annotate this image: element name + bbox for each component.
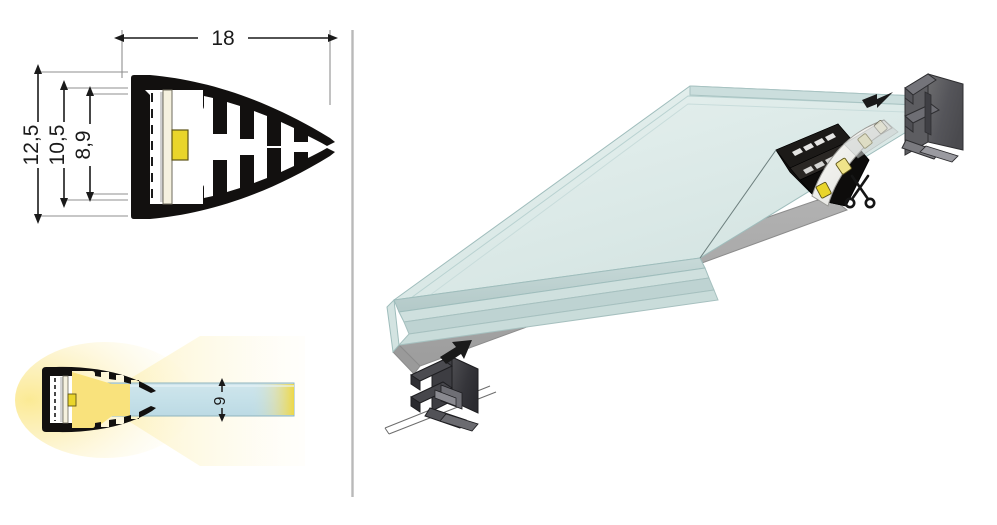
end-cap-right	[901, 73, 964, 163]
dimension-height-10-5: 10,5	[46, 80, 69, 208]
dimension-height-8-9-label: 8,9	[72, 130, 95, 159]
dimension-width-18: 18	[114, 27, 338, 50]
led-chip-glass-view	[67, 393, 77, 407]
led-chip	[171, 129, 189, 161]
scissors-icon	[844, 174, 876, 209]
cross-section-view: 18 12,5 10,5 8,9	[20, 27, 338, 224]
led-strip-flex	[811, 119, 899, 207]
end-cap-left	[384, 356, 497, 435]
dimension-height-10-5-label: 10,5	[46, 125, 69, 166]
dimension-height-12-5-label: 12,5	[20, 125, 43, 166]
led-strip	[160, 89, 173, 205]
isometric-assembly-view	[384, 73, 964, 435]
glass-mounted-section-view: 9	[15, 336, 305, 466]
arrow-up-right-icon	[440, 340, 472, 364]
dimension-glass-thickness-9-label: 9	[212, 396, 229, 405]
dimension-height-8-9: 8,9	[72, 86, 95, 202]
dimension-width-18-label: 18	[211, 27, 234, 50]
light-pocket	[72, 372, 130, 428]
arrow-left-icon	[862, 92, 893, 108]
dimension-glass-thickness-9: 9	[212, 378, 229, 422]
led-strip-glass-view	[60, 375, 69, 424]
glass-panel	[97, 382, 295, 417]
dimension-height-12-5: 12,5	[20, 64, 43, 224]
